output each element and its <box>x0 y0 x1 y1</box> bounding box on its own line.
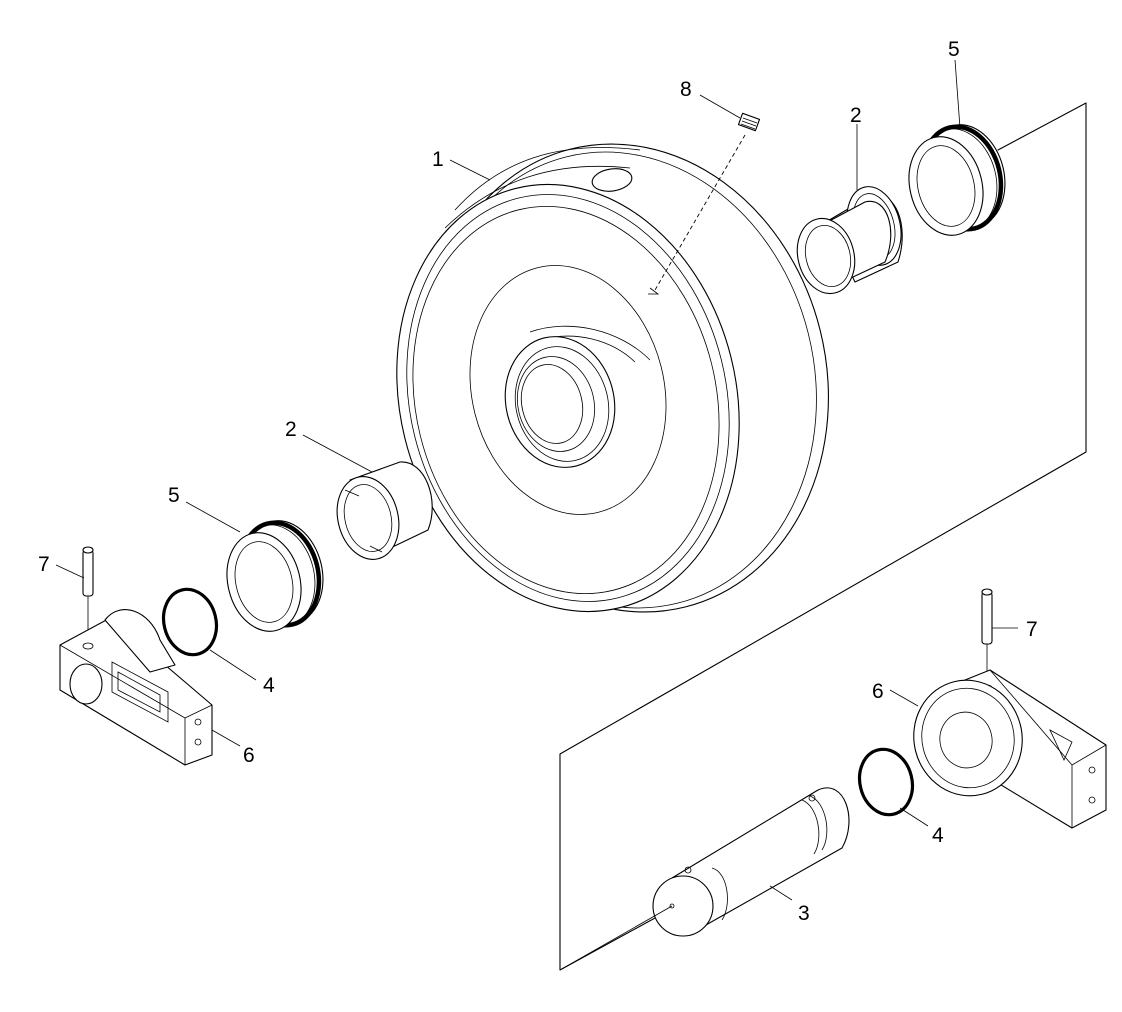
callout-labels: 1 2 2 3 4 4 5 5 6 6 7 7 8 <box>38 38 1038 925</box>
callout-5-left: 5 <box>168 484 180 507</box>
callout-5-top: 5 <box>948 38 960 61</box>
callout-7-left: 7 <box>38 553 50 576</box>
callout-2-top: 2 <box>850 104 862 127</box>
part-1-idler-wheel <box>396 143 829 613</box>
part-5-seal-top <box>908 124 1006 236</box>
callout-4-right: 4 <box>932 824 944 847</box>
part-3-shaft <box>559 787 850 971</box>
callout-4-left: 4 <box>263 674 275 697</box>
part-8-plug <box>648 112 761 295</box>
callout-7-right: 7 <box>1026 618 1038 641</box>
part-2-bushing-top <box>796 186 903 295</box>
part-4-o-ring-right <box>857 747 915 817</box>
part-5-seal-left <box>226 520 324 632</box>
part-6-bracket-left <box>59 609 213 766</box>
callout-2-left: 2 <box>285 418 297 441</box>
part-7-pin-left <box>82 546 94 642</box>
callout-1: 1 <box>432 148 444 171</box>
part-6-bracket-right <box>913 669 1107 829</box>
part-2-bushing-left <box>336 461 433 560</box>
part-7-pin-right <box>981 588 993 686</box>
callout-8: 8 <box>680 78 692 101</box>
callout-3: 3 <box>798 902 810 925</box>
leader-lines <box>55 59 1018 901</box>
callout-6-left: 6 <box>243 744 255 767</box>
part-4-o-ring-left <box>161 587 219 657</box>
callout-6-right: 6 <box>872 680 884 703</box>
